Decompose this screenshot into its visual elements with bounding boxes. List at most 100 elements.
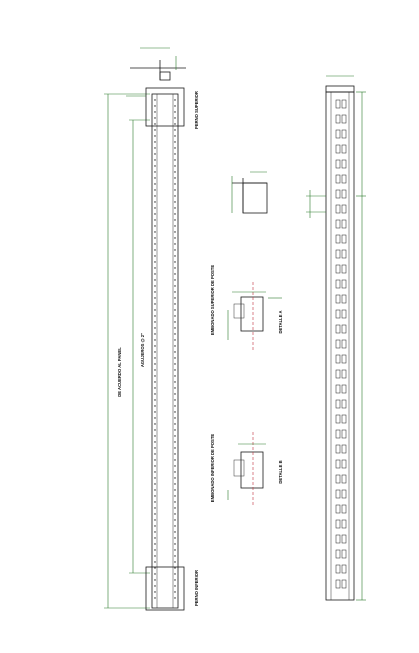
post-slot <box>335 534 341 544</box>
post-hole <box>154 219 156 221</box>
post-hole <box>154 237 156 239</box>
post-hole <box>174 123 176 125</box>
post-slot <box>335 249 341 259</box>
post-hole <box>154 189 156 191</box>
post-hole <box>174 531 176 533</box>
post-hole <box>174 297 176 299</box>
post-hole <box>154 363 156 365</box>
post-hole <box>154 141 156 143</box>
post-slot <box>341 264 347 274</box>
post-hole <box>174 237 176 239</box>
post-hole <box>174 333 176 335</box>
post-hole <box>154 387 156 389</box>
post-hole <box>174 189 176 191</box>
post-hole <box>154 501 156 503</box>
post-hole <box>174 417 176 419</box>
post-hole <box>174 561 176 563</box>
post-hole <box>174 441 176 443</box>
detail-b <box>227 432 266 505</box>
post-hole <box>174 591 176 593</box>
post-hole <box>154 519 156 521</box>
post-hole <box>174 117 176 119</box>
post-slot <box>335 129 341 139</box>
post-slot <box>335 474 341 484</box>
post-hole <box>154 453 156 455</box>
post-slot <box>335 579 341 589</box>
post-slot <box>335 564 341 574</box>
post-hole <box>154 441 156 443</box>
post-hole <box>174 345 176 347</box>
post-hole <box>154 585 156 587</box>
post-hole <box>174 141 176 143</box>
post-hole <box>174 207 176 209</box>
post-slot <box>335 339 341 349</box>
post-hole <box>174 429 176 431</box>
post-hole <box>154 327 156 329</box>
post-slot <box>341 369 347 379</box>
post-hole <box>154 591 156 593</box>
post-slot <box>335 549 341 559</box>
post-hole <box>174 495 176 497</box>
post-hole <box>154 423 156 425</box>
post-hole <box>174 447 176 449</box>
post-hole <box>174 159 176 161</box>
post-slot <box>341 399 347 409</box>
post-hole <box>154 285 156 287</box>
post-slot <box>335 504 341 514</box>
post-hole <box>154 255 156 257</box>
post-hole <box>174 225 176 227</box>
post-hole <box>174 147 176 149</box>
post-slot <box>341 429 347 439</box>
post-slot <box>341 174 347 184</box>
post-hole <box>154 429 156 431</box>
post-hole <box>154 129 156 131</box>
post-hole <box>154 507 156 509</box>
post-hole <box>174 501 176 503</box>
post-hole <box>174 597 176 599</box>
post-slot <box>341 444 347 454</box>
post-hole <box>174 363 176 365</box>
post-hole <box>154 267 156 269</box>
post-hole <box>174 105 176 107</box>
post-hole <box>154 321 156 323</box>
post-hole <box>154 393 156 395</box>
post-hole <box>174 489 176 491</box>
post-slot <box>335 459 341 469</box>
post-slot <box>341 204 347 214</box>
post-hole <box>154 555 156 557</box>
post-hole <box>174 279 176 281</box>
post-slot <box>335 114 341 124</box>
post-hole <box>154 411 156 413</box>
detail-b-name: DETALLE B <box>278 460 283 483</box>
post-slot <box>335 399 341 409</box>
post-slot <box>341 309 347 319</box>
post-hole <box>174 537 176 539</box>
post-hole <box>174 543 176 545</box>
post-hole <box>174 567 176 569</box>
post-hole <box>154 309 156 311</box>
post-slot <box>335 489 341 499</box>
post-slot <box>335 159 341 169</box>
post-hole <box>174 471 176 473</box>
post-slot <box>341 474 347 484</box>
post-hole <box>154 147 156 149</box>
post-hole <box>174 267 176 269</box>
post-hole <box>174 477 176 479</box>
post-slot <box>341 579 347 589</box>
post-hole <box>174 555 176 557</box>
post-slot <box>341 159 347 169</box>
detail-a-title: EMBONADO SUPERIOR DE POSTE <box>210 265 215 335</box>
post-hole <box>154 99 156 101</box>
post-hole <box>174 579 176 581</box>
post-slot <box>335 354 341 364</box>
post-hole <box>154 597 156 599</box>
post-hole <box>174 465 176 467</box>
post-hole <box>154 471 156 473</box>
post-hole <box>154 531 156 533</box>
post-slot <box>341 459 347 469</box>
post-hole <box>174 273 176 275</box>
post-hole <box>154 357 156 359</box>
post-slot <box>335 324 341 334</box>
post-slot <box>335 519 341 529</box>
post-hole <box>174 99 176 101</box>
